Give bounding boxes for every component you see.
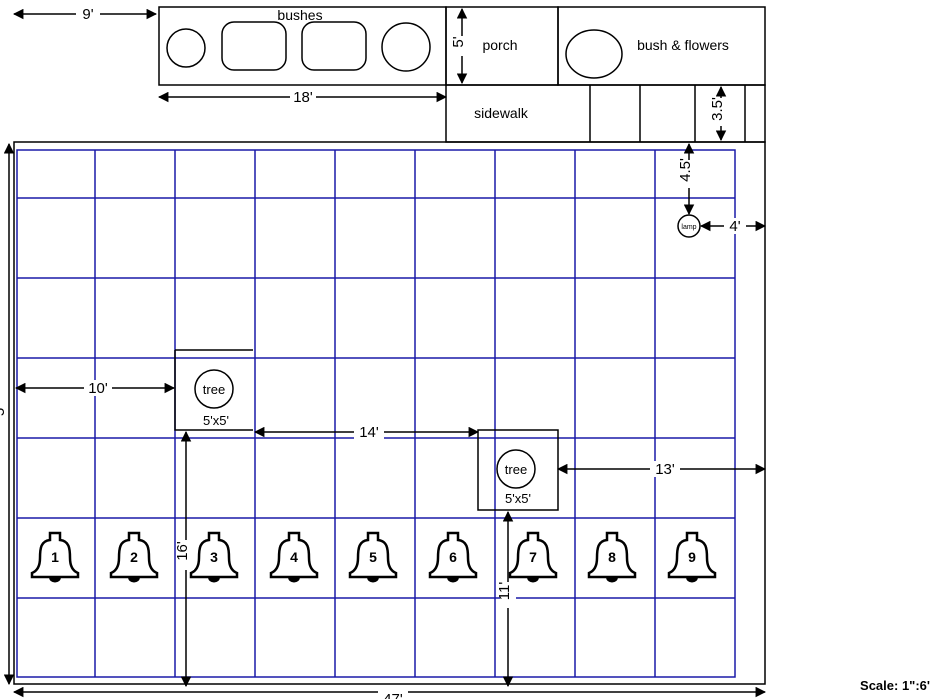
porch-label: porch	[482, 37, 517, 53]
bell-number: 5	[369, 549, 377, 565]
tree-label: tree	[505, 462, 527, 477]
tree-size-label: 5'x5'	[505, 491, 531, 506]
bell-number: 8	[608, 549, 616, 565]
tree-label: tree	[203, 382, 225, 397]
sidewalk-label: sidewalk	[474, 105, 529, 121]
lot-outline	[13, 141, 766, 685]
bell-number: 9	[688, 549, 696, 565]
scale-label: Scale: 1":6'	[860, 678, 930, 693]
bush-ellipse	[565, 29, 623, 79]
dim-9: 9'	[82, 6, 93, 23]
dim-16: 16'	[174, 541, 191, 561]
bush-circle	[166, 28, 206, 68]
bell-number: 3	[210, 549, 218, 565]
tree-icon	[496, 449, 536, 489]
bells: 1 2 3 4 5 6 7 8 9	[30, 531, 717, 583]
dim-left: 5	[0, 408, 8, 416]
dim-13: 13'	[655, 461, 675, 478]
dim-5: 5'	[450, 36, 467, 47]
bush-circle	[381, 22, 431, 72]
dim-47: 47'	[383, 691, 403, 699]
bell-number: 2	[130, 549, 138, 565]
dim-10: 10'	[88, 380, 108, 397]
bushes-label: bushes	[277, 7, 322, 23]
bell-number: 4	[290, 549, 298, 565]
dim-3-5: 3.5'	[709, 97, 726, 121]
bush-flowers-label: bush & flowers	[637, 37, 729, 53]
bush-rect	[221, 21, 287, 71]
bush-rect	[301, 21, 367, 71]
bell-number: 7	[529, 549, 537, 565]
tree-size-label: 5'x5'	[203, 413, 229, 428]
dim-4-5: 4.5'	[677, 158, 694, 182]
lamp-label: lamp	[681, 224, 696, 231]
grid	[16, 149, 736, 678]
dim-18: 18'	[293, 89, 313, 106]
dim-14: 14'	[359, 424, 379, 441]
dim-4: 4'	[729, 218, 740, 235]
tree-icon	[194, 369, 234, 409]
bell-number: 6	[449, 549, 457, 565]
dim-11: 11'	[496, 582, 513, 601]
bell-number: 1	[51, 549, 59, 565]
